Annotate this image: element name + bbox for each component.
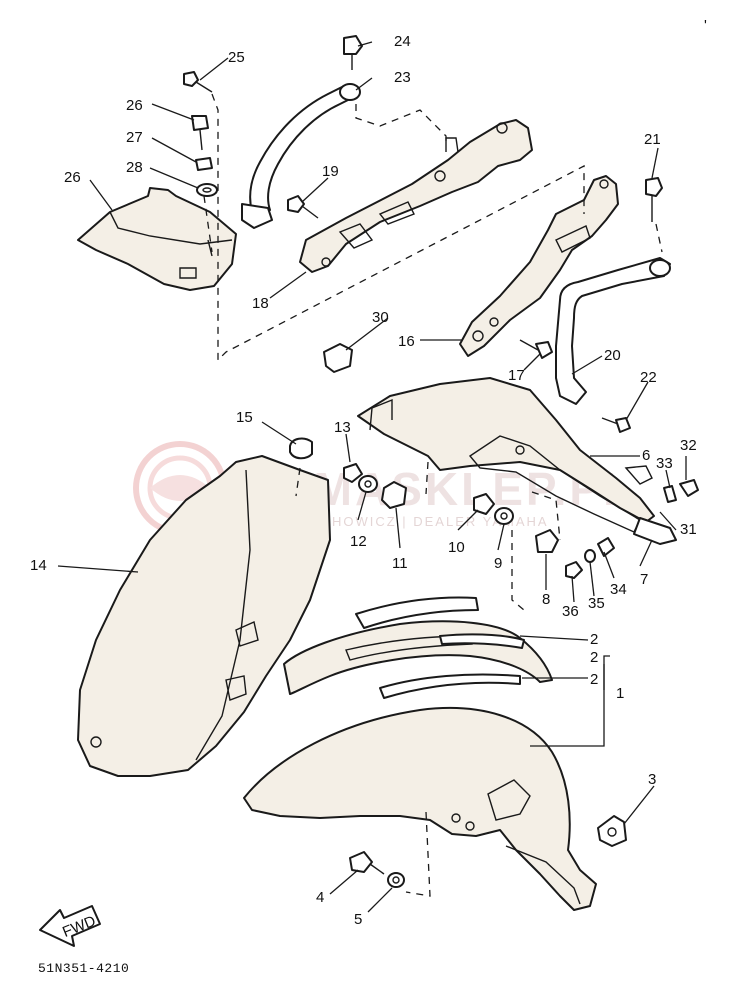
callout-27: 26 [126,97,143,114]
part-8-collar [535,529,559,553]
part-12-damper [358,475,378,493]
callout-2-low: 2 [590,671,598,688]
part-13-damper [343,463,363,483]
callout-9: 9 [494,555,502,572]
callout-25: 25 [228,49,245,66]
part-23-grab-bar [241,83,361,229]
part-7-bolt [633,517,677,545]
part-36-nut [565,561,583,579]
callout-11: 11 [392,555,408,572]
callout-33-label: 33 [656,455,673,472]
part-2-band-low [379,673,521,699]
part-20-grab-bar [555,257,671,405]
callout-35-label: 35 [588,595,605,612]
part-33-spacer [663,485,677,503]
part-34-collar [597,537,615,557]
callout-21: 21 [644,131,661,148]
part-front-fender [243,706,597,911]
callout-1: 1 [616,685,624,702]
callout-10: 10 [448,539,465,556]
leader-lines [57,41,687,913]
callout-20: 20 [604,347,621,364]
callout-28: 27 [126,129,143,146]
callout-32-label: 32 [680,437,697,454]
callout-22: 22 [640,369,657,386]
callout-24: 24 [394,33,411,50]
part-4-bolt [349,851,385,875]
part-15-cap [289,437,313,460]
callout-18: 18 [252,295,269,312]
part-16-bracket [459,175,619,357]
part-35-washer [584,549,596,563]
part-11-damper [381,481,407,509]
callout-6: 6 [642,447,650,464]
callout-3: 3 [648,771,656,788]
part-29-washer [196,183,218,197]
part-5-washer [387,872,405,888]
callout-36-label: 36 [562,603,579,620]
callout-17: 17 [508,367,525,384]
part-32-bolt [679,479,699,497]
callout-30-label: 30 [372,309,389,326]
callout-29: 28 [126,159,143,176]
fwd-arrow-icon: FWD [39,905,101,947]
callout-2-mid: 2 [590,649,598,666]
part-2-band-mid [439,633,525,649]
part-10-damper [473,493,495,515]
callout-23: 23 [394,69,411,86]
callout-7: 7 [640,571,648,588]
part-19-bolt [287,195,319,219]
callout-19: 19 [322,163,339,180]
part-9-washer [494,507,514,525]
part-17-bolt [519,339,553,359]
callout-8: 8 [542,591,550,608]
part-22-bolt [601,417,631,433]
part-14-rear-fender [77,455,331,777]
callout-2-top: 2 [590,631,598,648]
callout-14: 14 [30,557,47,574]
corner-mark: ' [704,17,707,34]
part-27-bolt [191,115,209,151]
diagram-code: 51N351-4210 [38,961,129,976]
callout-12: 12 [350,533,367,550]
part-3-bolt [597,815,627,847]
callout-13: 13 [334,419,351,436]
callout-15: 15 [236,409,253,426]
callout-16: 16 [398,333,415,350]
part-21-bolt [645,177,663,222]
callout-26-label: 26 [64,169,81,186]
part-18-bracket [299,119,533,273]
part-25-bolt [183,71,213,93]
callout-34-label: 34 [610,581,627,598]
callouts: 1 2 2 2 3 4 5 6 7 8 9 10 11 12 13 14 15 … [30,33,697,928]
part-26-cover-plate [77,187,237,291]
callout-5: 5 [354,911,362,928]
part-2-band-top [355,596,479,629]
callout-4: 4 [316,889,324,906]
part-24-bolt [343,35,363,70]
part-28-spring-washer [195,157,213,171]
part-30-clip-nut [323,343,353,373]
callout-31-label: 31 [680,521,697,538]
assembly-lines [203,93,663,897]
